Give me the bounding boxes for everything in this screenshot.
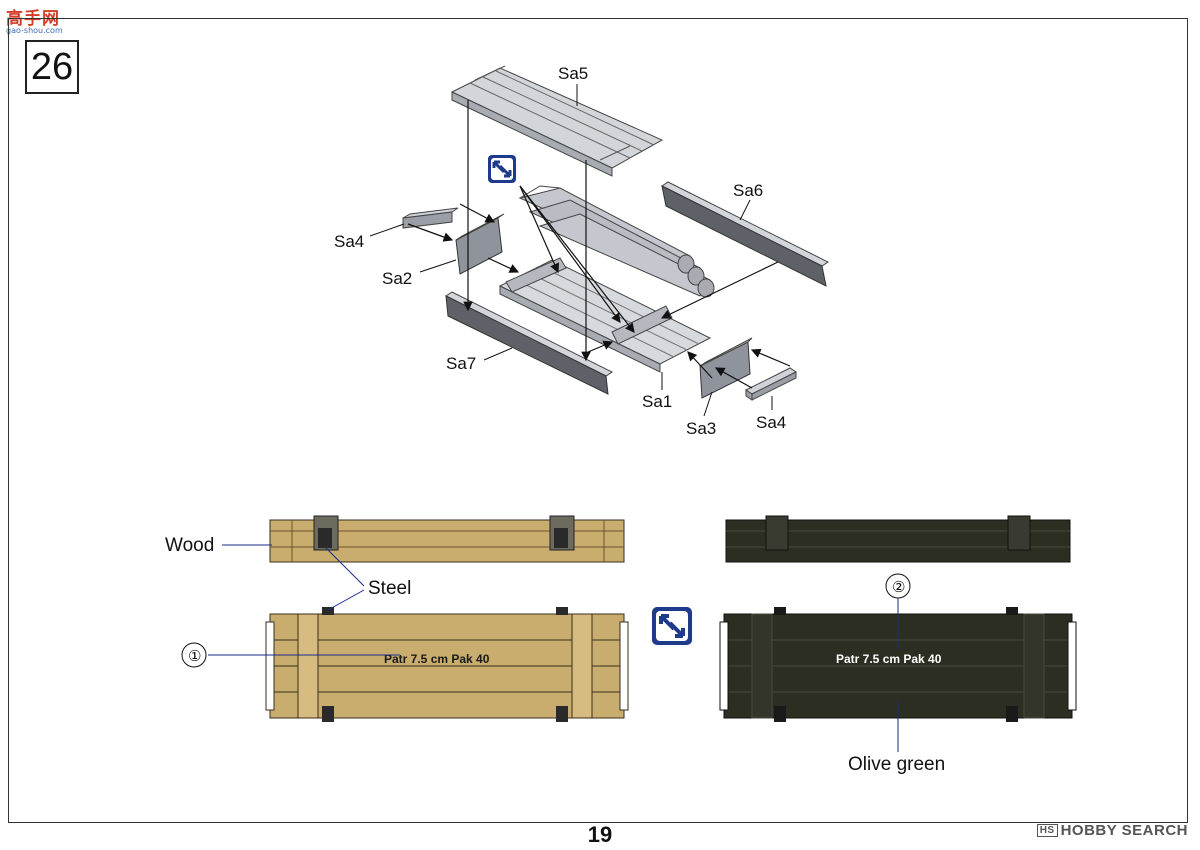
label-sa2: Sa2 xyxy=(382,269,412,288)
part-sa4-left xyxy=(402,207,459,229)
part-sa3-end xyxy=(699,337,753,399)
label-sa7: Sa7 xyxy=(446,354,476,373)
brand-text: HOBBY SEARCH xyxy=(1060,822,1188,839)
part-sa7-side xyxy=(445,291,613,395)
repeat-icon xyxy=(488,155,516,183)
page-frame xyxy=(8,18,1188,823)
stencil-wood: Patr 7.5 cm Pak 40 xyxy=(384,652,490,666)
repeat-icon xyxy=(652,607,692,645)
wood-crate-side-view xyxy=(265,607,629,722)
step-number: 26 xyxy=(25,40,79,94)
page-number: 19 xyxy=(587,822,613,847)
label-sa5: Sa5 xyxy=(558,64,588,83)
stencil-olive: Patr 7.5 cm Pak 40 xyxy=(836,652,942,666)
olive-crate-top-view xyxy=(725,515,1071,563)
part-sa6-side xyxy=(661,181,829,287)
callout-1: ① xyxy=(188,647,201,665)
label-wood: Wood xyxy=(165,535,214,556)
watermark-site: 高手网 xyxy=(6,9,60,29)
part-sa4-right xyxy=(745,367,797,401)
part-sa1-base xyxy=(498,257,712,373)
label-sa4-right: Sa4 xyxy=(756,413,786,432)
part-sa2-end xyxy=(455,213,505,275)
label-sa1: Sa1 xyxy=(642,392,672,411)
label-steel: Steel xyxy=(368,578,411,599)
watermark-url: gao-shou.com xyxy=(6,26,63,35)
hobby-search-icon: HS xyxy=(1036,824,1058,837)
label-sa6: Sa6 xyxy=(733,181,763,200)
callout-2: ② xyxy=(892,578,905,596)
wood-crate-top-view xyxy=(269,515,625,563)
label-olive-green: Olive green xyxy=(848,754,945,775)
label-sa3: Sa3 xyxy=(686,419,716,438)
watermark-logo: 高手网 gao-shou.com xyxy=(6,4,63,35)
label-sa4-left: Sa4 xyxy=(334,232,364,251)
part-sa5-lid xyxy=(450,65,664,177)
part-shells xyxy=(518,185,715,298)
assembly-arrows xyxy=(407,100,791,389)
